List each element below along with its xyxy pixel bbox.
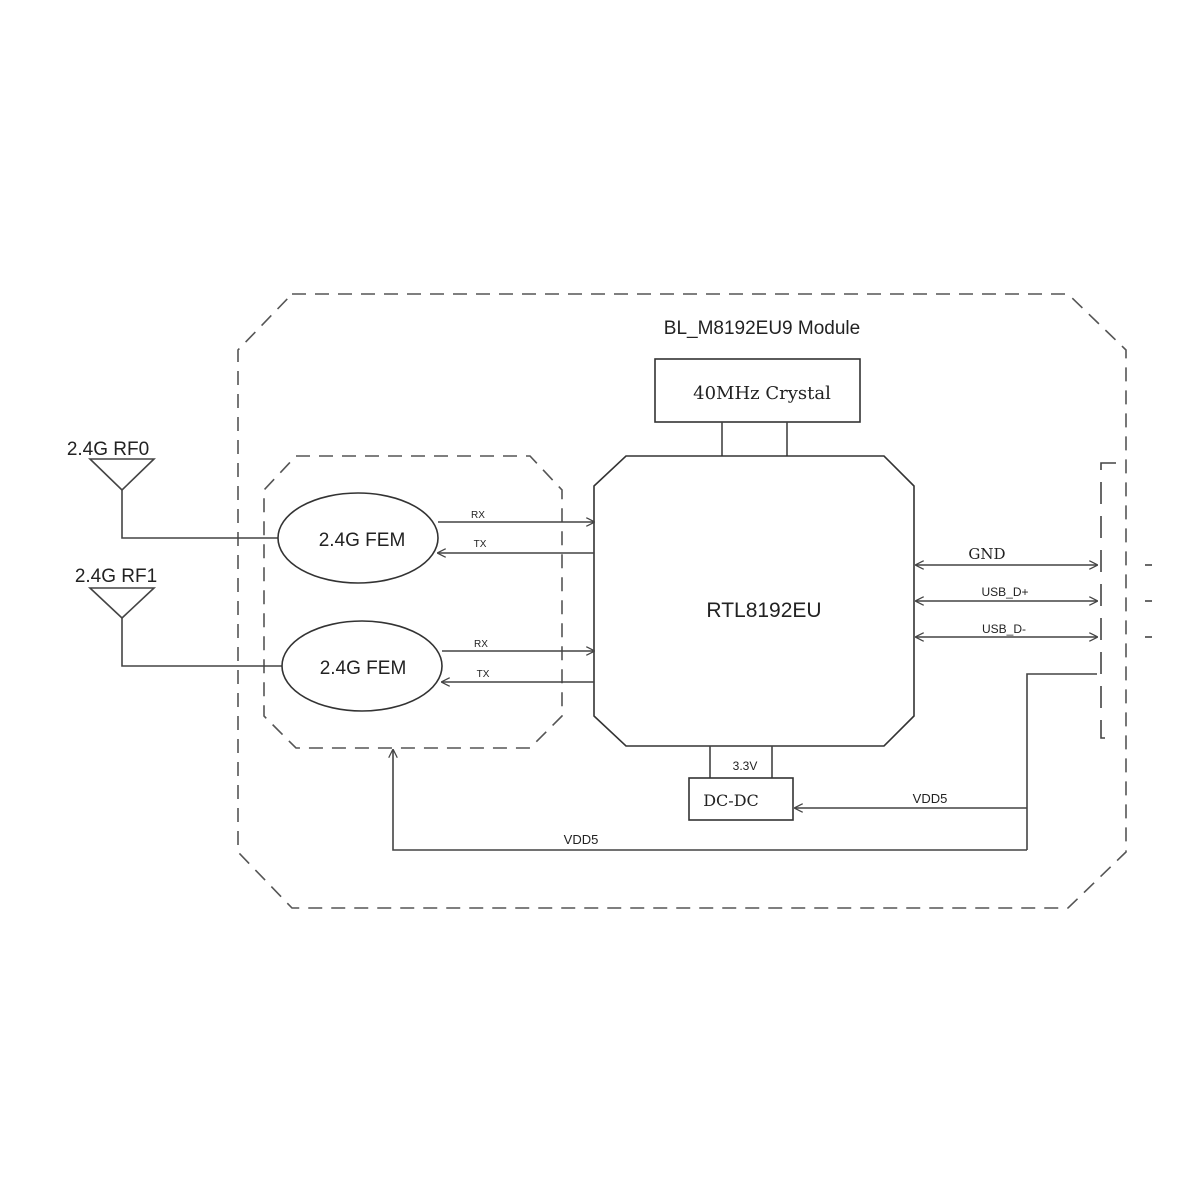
antenna-rf1-label: 2.4G RF1 (75, 566, 157, 587)
fem-1 (277, 492, 439, 584)
chip-box (593, 455, 915, 747)
v33-link (709, 746, 773, 778)
vdd5-fem-arrow (393, 750, 1027, 851)
antenna-rf0-feed (121, 490, 294, 539)
v33-label: 3.3V (733, 759, 758, 773)
usb-dp-label: USB_D+ (981, 585, 1028, 599)
usb-dm-label: USB_D- (982, 622, 1026, 636)
crystal-label: 40MHz Crystal (693, 383, 831, 404)
antenna-rf1-feed (121, 618, 286, 667)
antenna-rf1-icon (87, 587, 157, 620)
module-title: BL_M8192EU9 Module (664, 318, 860, 339)
vdd5-rail (1026, 673, 1097, 850)
fem-1-rx-label: RX (471, 510, 485, 521)
connector-bracket (1100, 462, 1116, 739)
vdd5-dcdc-label: VDD5 (913, 791, 948, 806)
fem-2-tx-label: TX (477, 669, 490, 680)
module-boundary (237, 293, 1127, 909)
dcdc-label: DC-DC (703, 791, 759, 810)
gnd-label: GND (968, 545, 1005, 563)
fem-2 (281, 620, 443, 712)
crystal-box (654, 358, 861, 423)
antenna-rf0-label: 2.4G RF0 (67, 439, 149, 460)
fem-2-label: 2.4G FEM (320, 658, 407, 679)
antenna-rf0-icon (88, 458, 156, 492)
fem-1-label: 2.4G FEM (319, 530, 406, 551)
chip-label: RTL8192EU (706, 599, 821, 622)
vdd5-fem-label: VDD5 (564, 832, 599, 847)
fem-1-tx-label: TX (474, 539, 487, 550)
dcdc-box (688, 777, 794, 821)
fem-group-boundary (263, 455, 563, 749)
fem-2-rx-label: RX (474, 639, 488, 650)
